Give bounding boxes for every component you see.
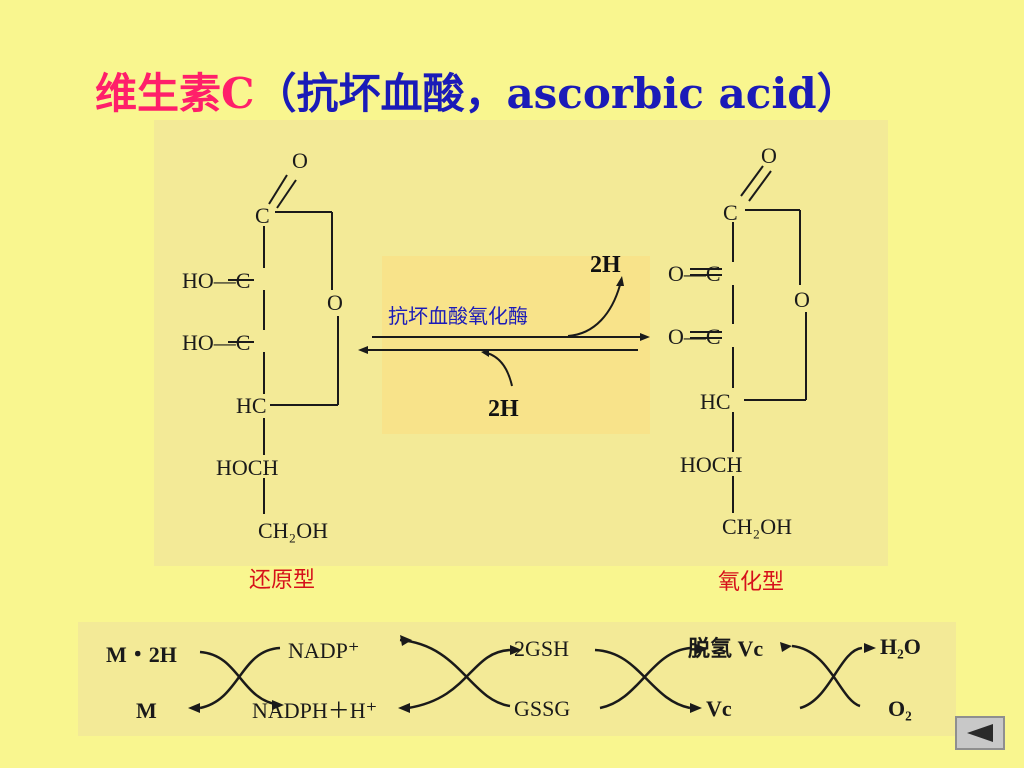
left-top-o: O	[292, 148, 308, 173]
cycle-nadph: NADPH＋H⁺	[252, 698, 377, 723]
slide-title: 维生素C（抗坏血酸，ascorbic acid）	[95, 60, 859, 121]
right-c1: C	[723, 200, 738, 225]
cycle-dehydro-vc: 脱氢 Vc	[688, 636, 763, 661]
cycle-gssg: GSSG	[514, 696, 570, 721]
h-taken-label: 2H	[488, 396, 519, 422]
back-button[interactable]	[955, 716, 1005, 750]
left-c5: HOCH	[216, 455, 278, 480]
left-ring-o: O	[327, 290, 343, 315]
left-c6: CH₂OH	[258, 518, 328, 543]
left-triangle-icon	[967, 724, 993, 742]
cycle-vc: Vc	[706, 696, 732, 721]
cycle-m2h: M・2H	[106, 642, 177, 667]
left-c2: HO—C	[182, 268, 250, 293]
cycle-m: M	[136, 698, 157, 723]
right-c4: HC	[700, 389, 731, 414]
enzyme-box	[382, 256, 650, 434]
left-c3: HO—C	[182, 330, 250, 355]
cycle-h2o: H₂O	[880, 634, 921, 659]
right-top-o: O	[761, 143, 777, 168]
enzyme-label: 抗坏血酸氧化酶	[388, 304, 528, 328]
right-c5: HOCH	[680, 452, 742, 477]
title-prefix: 维生素C	[95, 69, 255, 118]
right-ring-o: O	[794, 287, 810, 312]
cycle-gsh: 2GSH	[514, 636, 569, 661]
cycle-nadp: NADP⁺	[288, 638, 360, 663]
redox-cycle-panel	[78, 622, 956, 736]
left-c1: C	[255, 203, 270, 228]
right-c6: CH₂OH	[722, 514, 792, 539]
reduced-form-label: 还原型	[249, 568, 316, 593]
title-rest: （抗坏血酸，ascorbic acid）	[254, 69, 859, 118]
left-c4: HC	[236, 393, 267, 418]
cycle-o2: O₂	[888, 696, 912, 721]
h-released-label: 2H	[590, 252, 621, 278]
right-c2: O—C	[668, 261, 721, 286]
right-c3: O—C	[668, 324, 721, 349]
oxidized-form-label: 氧化型	[718, 570, 785, 595]
